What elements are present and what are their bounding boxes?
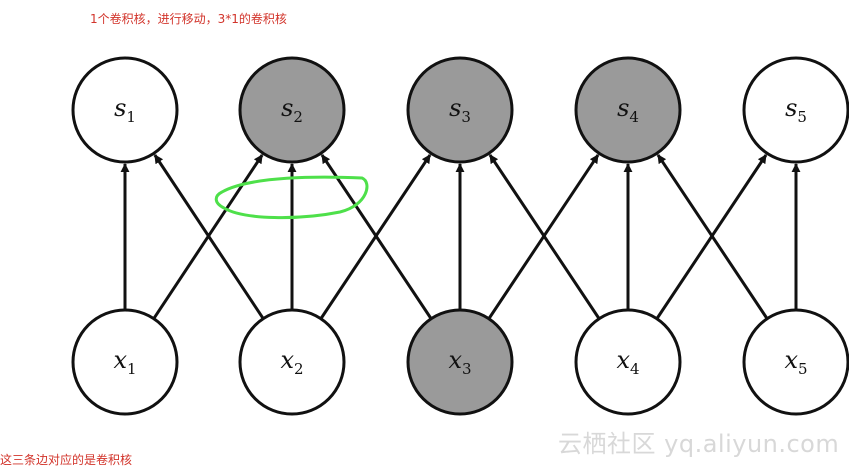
node-x3: x3: [406, 308, 514, 416]
kernel-highlight-loop: [214, 175, 369, 220]
node-s1: s1: [71, 56, 179, 164]
edge-x3-s2: [320, 154, 433, 320]
nodes: s1 s2 s3 s4 s5 x1 x2 x3 x4 x5: [71, 56, 849, 416]
node-label-x4: x4: [616, 346, 639, 378]
node-circle-s2: [238, 56, 346, 164]
node-label-s2: s2: [281, 94, 303, 126]
edge-x4-s3: [488, 154, 601, 320]
edge-x5-s4: [656, 154, 769, 320]
edge-x2-s1: [153, 154, 265, 320]
edges: [120, 154, 801, 320]
node-x1: x1: [71, 308, 179, 416]
node-label-x1: x1: [113, 346, 136, 378]
node-circle-x3: [406, 308, 514, 416]
node-label-s4: s4: [617, 94, 639, 126]
node-circle-s1: [71, 56, 179, 164]
node-label-s3: s3: [449, 94, 471, 126]
node-circle-s4: [574, 56, 682, 164]
node-x4: x4: [574, 308, 682, 416]
node-label-s5: s5: [785, 94, 807, 126]
highlight-layer: [214, 175, 369, 220]
node-circle-x4: [574, 308, 682, 416]
node-circle-x1: [71, 308, 179, 416]
node-x2: x2: [238, 308, 346, 416]
edges-annotation: 这三条边对应的是卷积核: [0, 453, 133, 467]
node-label-x2: x2: [280, 346, 303, 378]
node-s3: s3: [406, 56, 514, 164]
node-label-x5: x5: [784, 346, 807, 378]
node-s5: s5: [742, 56, 849, 164]
node-x5: x5: [742, 308, 849, 416]
kernel-annotation: 1个卷积核，进行移动，3*1的卷积核: [90, 12, 287, 26]
node-circle-s3: [406, 56, 514, 164]
node-s4: s4: [574, 56, 682, 164]
node-s2: s2: [238, 56, 346, 164]
watermark: 云栖社区 yq.aliyun.com: [558, 430, 840, 458]
node-circle-x5: [742, 308, 849, 416]
node-circle-x2: [238, 308, 346, 416]
node-label-s1: s1: [114, 94, 136, 126]
node-label-x3: x3: [448, 346, 471, 378]
node-circle-s5: [742, 56, 849, 164]
